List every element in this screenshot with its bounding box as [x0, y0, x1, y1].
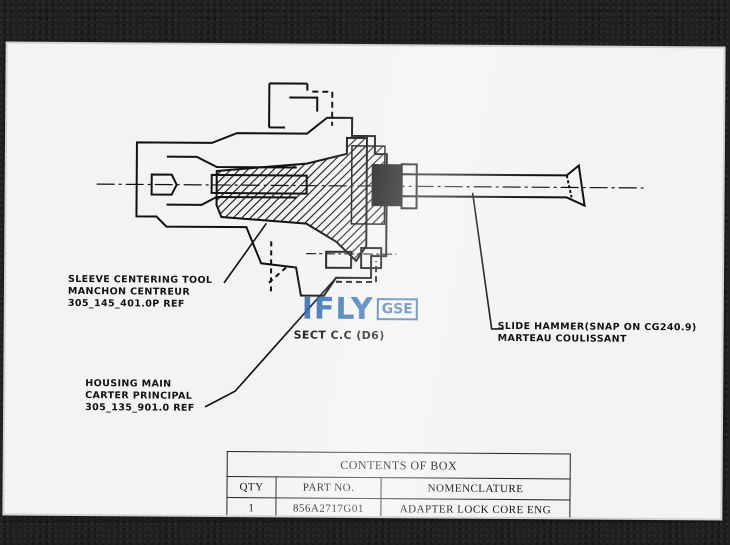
section-label: SECT C.C (D6)	[293, 328, 385, 343]
cell-nomenclature: ADAPTER LOCK CORE ENG	[380, 498, 570, 519]
table-row: 1 856A2717G01 ADAPTER LOCK CORE ENG	[226, 497, 570, 519]
housing-ref: 305_135_901.0 REF	[85, 402, 195, 414]
slide-hammer-name-fr: MARTEAU COULISSANT	[497, 332, 627, 345]
contents-table-header: QTY PART NO. NOMENCLATURE	[226, 476, 571, 500]
housing-name-fr: CARTER PRINCIPAL	[85, 390, 193, 402]
leader-hammer	[471, 192, 504, 330]
contents-table-title: CONTENTS OF BOX	[227, 451, 571, 479]
sleeve-tool-label: SLEEVE CENTERING TOOL MANCHON CENTREUR 3…	[68, 274, 213, 311]
col-nomenclature: NOMENCLATURE	[380, 477, 571, 500]
col-part-no: PART NO.	[275, 476, 382, 499]
watermark-box: GSE	[376, 298, 418, 321]
instruction-card: SLEEVE CENTERING TOOL MANCHON CENTREUR 3…	[4, 43, 724, 519]
housing-name: HOUSING MAIN	[85, 378, 172, 390]
col-qty: QTY	[226, 476, 277, 498]
cell-part-no: 856A2717G01	[275, 497, 381, 519]
watermark-text: IFLY	[301, 291, 374, 327]
ifly-gse-watermark: IFLY GSE	[301, 291, 418, 327]
housing-outline	[135, 116, 388, 297]
sleeve-tool-name: SLEEVE CENTERING TOOL	[67, 273, 213, 286]
leader-housing	[204, 277, 337, 408]
sleeve-tool-name-fr: MANCHON CENTREUR	[67, 285, 191, 298]
slide-hammer-shaft	[401, 163, 586, 208]
slide-hammer-label: SLIDE HAMMER(SNAP ON CG240.9) MARTEAU CO…	[498, 321, 697, 346]
technical-drawing	[96, 82, 647, 408]
contents-table: CONTENTS OF BOX QTY PART NO. NOMENCLATUR…	[226, 451, 571, 519]
flange-outline	[268, 82, 319, 129]
housing-label: HOUSING MAIN CARTER PRINCIPAL 305_135_90…	[85, 378, 195, 415]
adapter-hatched	[215, 136, 369, 263]
sleeve-tool-ref: 305_145_401.0P REF	[67, 297, 185, 310]
leader-sleeve	[223, 222, 268, 284]
